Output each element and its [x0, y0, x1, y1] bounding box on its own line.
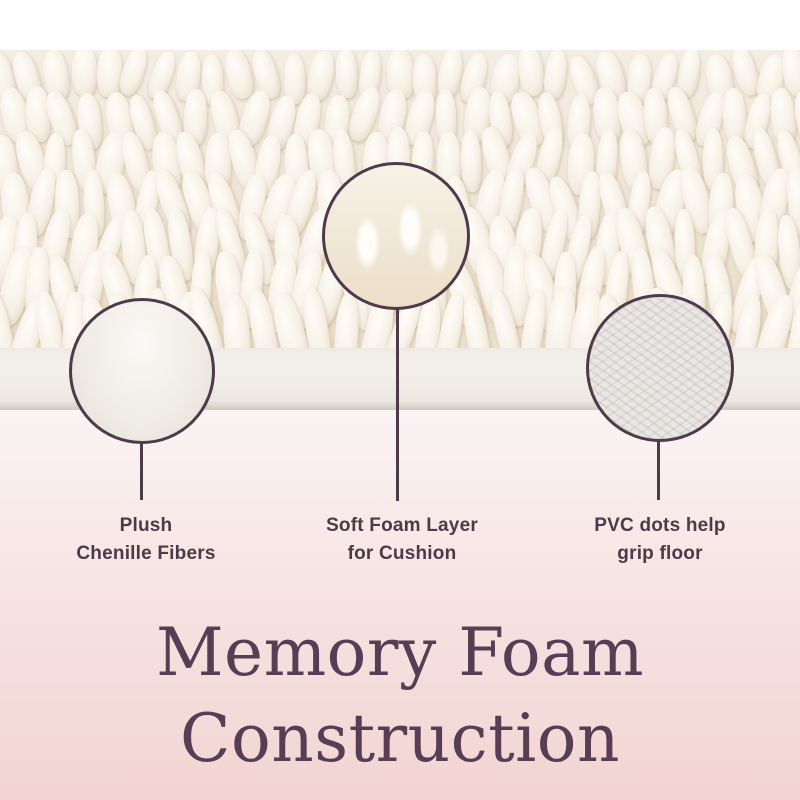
- grip-magnifier-icon: [586, 294, 734, 442]
- headline-line2: Construction: [179, 700, 621, 777]
- foam-magnifier-icon: [322, 162, 470, 310]
- chenille-loop: [71, 50, 98, 97]
- foam-label-line2: for Cushion: [347, 543, 457, 564]
- fibers-label-line1: Plush: [119, 515, 173, 536]
- chenille-loop: [95, 50, 124, 98]
- fibers-label-line2: Chenille Fibers: [76, 543, 216, 564]
- fibers-label: Plush Chenille Fibers: [16, 512, 276, 568]
- grip-label-line1: PVC dots help: [594, 515, 726, 536]
- fibers-magnifier-icon: [69, 298, 215, 444]
- foam-label-line1: Soft Foam Layer: [326, 515, 478, 536]
- foam-label: Soft Foam Layer for Cushion: [272, 512, 532, 568]
- grip-connector-line: [657, 441, 660, 500]
- chenille-loop: [115, 50, 152, 99]
- grip-label-line2: grip floor: [617, 543, 703, 564]
- foam-connector-line: [396, 309, 399, 501]
- fibers-connector-line: [140, 443, 143, 500]
- chenille-loop: [335, 50, 358, 99]
- headline-line1: Memory Foam: [155, 614, 645, 691]
- headline: Memory Foam Construction: [0, 610, 800, 782]
- chenille-loop: [516, 50, 546, 98]
- grip-label: PVC dots help grip floor: [530, 512, 790, 568]
